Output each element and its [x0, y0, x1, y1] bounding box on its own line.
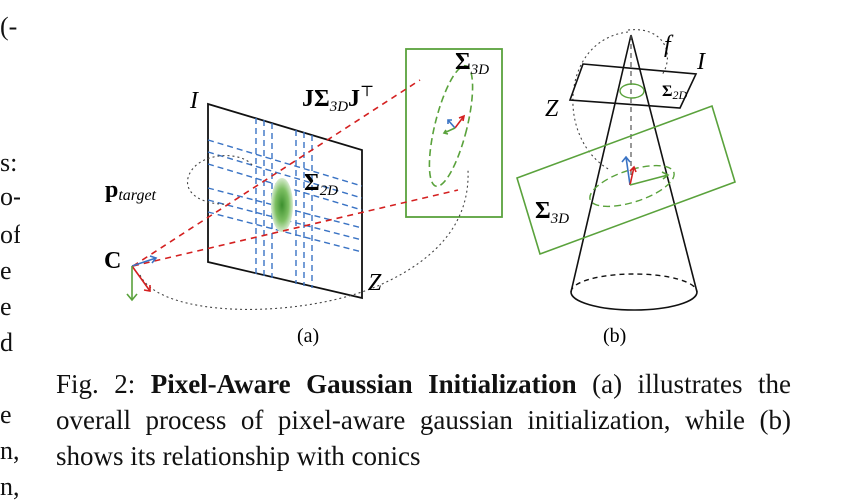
label-sigma-2d-b: Σ2D [662, 83, 687, 102]
gaussian-3d-axes-b [621, 155, 670, 186]
previous-column-text: (- s: o- of e e d e n, n, [0, 0, 20, 502]
label-z-b: Z [545, 96, 559, 122]
camera-axes [126, 255, 158, 302]
panel-a: I JΣ3DJ⊤ Σ3D ptarget Σ2D C Z (a) [104, 48, 503, 347]
figure-caption: Fig. 2: Pixel-Aware Gaussian Initializat… [56, 366, 791, 474]
panel-b: f I Z Σ2D Σ3D (b) [516, 29, 736, 347]
ptarget-arc [187, 155, 253, 205]
label-image-plane-b: I [696, 49, 706, 75]
column-fragment: e [0, 292, 12, 321]
column-fragment: n, [0, 436, 20, 465]
depth-arc [572, 31, 629, 171]
label-sigma-2d: Σ2D [304, 170, 338, 199]
gaussian-3d-ellipse [428, 64, 474, 188]
figure: I JΣ3DJ⊤ Σ3D ptarget Σ2D C Z (a) [104, 29, 736, 347]
gaussian-3d-axes [442, 114, 466, 135]
label-jsigmajt: JΣ3DJ⊤ [302, 84, 374, 115]
label-p-target: ptarget [105, 177, 157, 204]
projection-rays [132, 79, 459, 267]
gaussian-3d-box [405, 48, 503, 218]
label-camera-center: C [104, 248, 121, 274]
camera-arc [139, 169, 469, 310]
gaussian-3d-ellipse-b [589, 164, 675, 208]
label-sigma-3d-b: Σ3D [535, 198, 569, 227]
label-image-plane: I [189, 88, 199, 114]
gaussian-2d-b [619, 83, 645, 99]
cone-side-right [630, 34, 698, 293]
image-plane [207, 102, 363, 300]
column-fragment: e [0, 400, 12, 429]
column-fragment: (- [0, 12, 18, 41]
caption-title: Pixel-Aware Gaussian Initialization [150, 369, 577, 399]
column-fragment: of [0, 220, 20, 249]
label-sigma-3d: Σ3D [455, 49, 489, 78]
cone-base-front [570, 291, 698, 311]
gaussian-3d-plane [516, 104, 736, 256]
image-plane-b [568, 63, 698, 109]
column-fragment: d [0, 328, 13, 357]
cone-side-left [570, 34, 632, 293]
cone-base-back [570, 273, 698, 293]
focal-arc [627, 29, 668, 76]
sublabel-b: (b) [603, 325, 626, 347]
pixel-grid [207, 118, 363, 288]
gaussian-2d [271, 178, 293, 232]
caption-body: (a) illustrates the overall process of p… [56, 369, 791, 471]
column-fragment: n, [0, 472, 20, 501]
label-f: f [664, 32, 674, 58]
column-fragment: o- [0, 182, 20, 211]
column-fragment: s: [0, 148, 18, 177]
caption-prefix: Fig. 2: [56, 369, 151, 399]
label-z: Z [368, 270, 382, 296]
sublabel-a: (a) [297, 325, 319, 347]
column-fragment: e [0, 256, 12, 285]
